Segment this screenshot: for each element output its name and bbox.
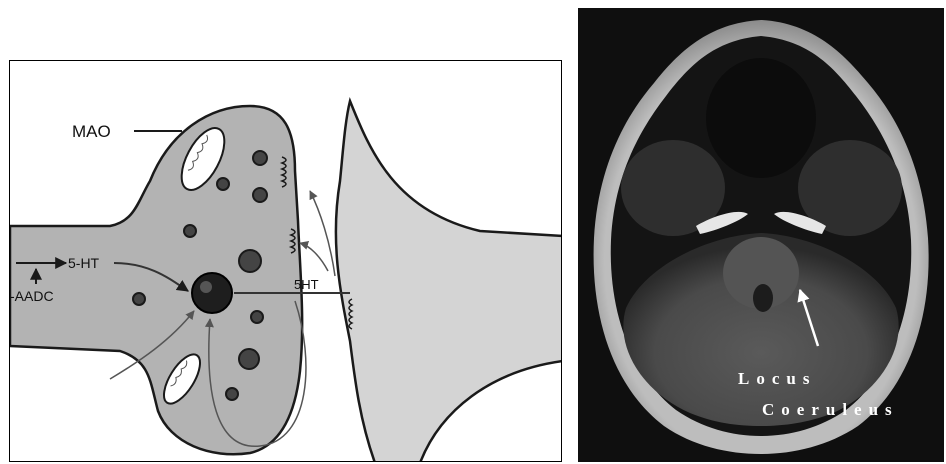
vesicle bbox=[239, 250, 261, 272]
autoreceptor-arrow-lower bbox=[300, 243, 328, 271]
five-ht-cleft-label: 5HT bbox=[294, 277, 319, 292]
synapse-diagram-panel: MAO 5-HT -AADC 5HT bbox=[9, 60, 562, 462]
mri-scan-image: Locus Coeruleus bbox=[578, 8, 944, 462]
mri-label-coeruleus: Coeruleus bbox=[762, 400, 899, 419]
fourth-ventricle bbox=[753, 284, 773, 312]
five-ht-label: 5-HT bbox=[68, 255, 100, 271]
mri-scan-panel: Locus Coeruleus bbox=[578, 8, 944, 462]
vesicle bbox=[226, 388, 238, 400]
vesicle bbox=[253, 151, 267, 165]
mao-label: MAO bbox=[72, 122, 111, 141]
aadc-label: -AADC bbox=[10, 288, 54, 304]
vesicle bbox=[184, 225, 196, 237]
sinus-region bbox=[706, 58, 816, 178]
vesicle bbox=[253, 188, 267, 202]
vesicle bbox=[217, 178, 229, 190]
vesicle bbox=[239, 349, 259, 369]
vesicle bbox=[251, 311, 263, 323]
synapse-diagram: MAO 5-HT -AADC 5HT bbox=[10, 61, 562, 462]
large-vesicle-highlight bbox=[200, 281, 212, 293]
vesicle bbox=[133, 293, 145, 305]
mri-label-locus: Locus bbox=[738, 369, 816, 388]
postsynaptic-neuron bbox=[336, 101, 562, 462]
large-vesicle bbox=[192, 273, 232, 313]
autoreceptor-arrow-upper bbox=[310, 191, 335, 276]
